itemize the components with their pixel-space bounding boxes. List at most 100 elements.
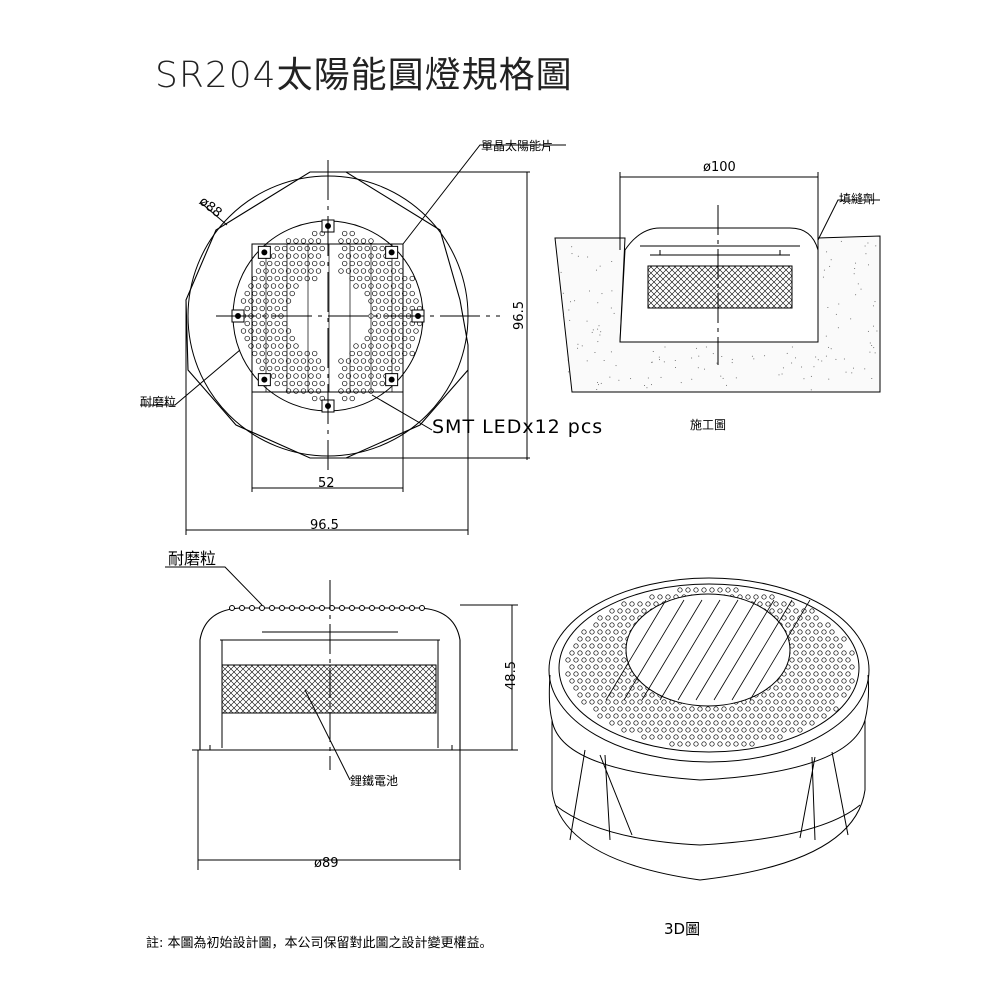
texture-dot xyxy=(718,588,722,592)
soil-speck xyxy=(723,378,724,379)
texture-dot xyxy=(786,679,790,683)
texture-dot xyxy=(830,672,834,676)
texture-dot xyxy=(650,693,654,697)
texture-dot xyxy=(606,686,610,690)
wear-grain xyxy=(380,606,385,611)
texture-dot xyxy=(294,239,299,244)
texture-dot xyxy=(734,742,738,746)
soil-speck xyxy=(691,379,692,380)
texture-dot xyxy=(782,714,786,718)
wear-grain xyxy=(240,606,245,611)
texture-dot xyxy=(826,707,830,711)
texture-dot xyxy=(618,651,622,655)
texture-dot xyxy=(762,707,766,711)
texture-dot xyxy=(718,714,722,718)
texture-dot xyxy=(622,616,626,620)
soil-speck xyxy=(753,358,754,359)
texture-dot xyxy=(339,374,344,379)
texture-dot xyxy=(282,336,287,341)
texture-dot xyxy=(654,714,658,718)
soil-speck xyxy=(873,305,874,306)
soil-speck xyxy=(721,356,722,357)
texture-dot xyxy=(786,721,790,725)
texture-dot xyxy=(582,700,586,704)
soil-speck xyxy=(568,360,569,361)
texture-dot xyxy=(734,588,738,592)
texture-dot xyxy=(746,595,750,599)
texture-dot xyxy=(710,742,714,746)
texture-dot xyxy=(357,276,362,281)
texture-dot xyxy=(376,344,381,349)
texture-dot xyxy=(275,276,280,281)
texture-dot xyxy=(249,344,254,349)
texture-dot xyxy=(282,306,287,311)
led-dot xyxy=(262,250,267,255)
texture-dot xyxy=(578,651,582,655)
texture-dot xyxy=(282,291,287,296)
texture-dot xyxy=(638,686,642,690)
texture-dot xyxy=(252,321,257,326)
texture-dot xyxy=(622,686,626,690)
texture-dot xyxy=(606,700,610,704)
texture-dot xyxy=(802,707,806,711)
texture-dot xyxy=(320,381,325,386)
texture-dot xyxy=(271,254,276,259)
texture-dot xyxy=(275,381,280,386)
texture-dot xyxy=(354,389,359,394)
texture-dot xyxy=(722,721,726,725)
texture-dot xyxy=(290,351,295,356)
texture-dot xyxy=(630,616,634,620)
wear-grain xyxy=(420,606,425,611)
texture-dot xyxy=(822,672,826,676)
soil-speck xyxy=(589,290,590,291)
texture-dot xyxy=(387,261,392,266)
soil-speck xyxy=(824,270,825,271)
texture-dot xyxy=(376,329,381,334)
texture-dot xyxy=(810,623,814,627)
front-diameter-dim: ø89 xyxy=(314,856,339,871)
texture-dot xyxy=(670,714,674,718)
texture-dot xyxy=(726,728,730,732)
texture-dot xyxy=(842,651,846,655)
texture-dot xyxy=(774,602,778,606)
texture-dot xyxy=(301,359,306,364)
drawing-title: SR204太陽能圓燈規格圖 xyxy=(155,46,573,98)
texture-dot xyxy=(316,359,321,364)
texture-dot xyxy=(658,735,662,739)
texture-dot xyxy=(682,707,686,711)
texture-dot xyxy=(602,623,606,627)
soil-speck xyxy=(826,336,827,337)
texture-dot xyxy=(750,728,754,732)
texture-dot xyxy=(342,396,347,401)
soil-speck xyxy=(823,277,824,278)
soil-speck xyxy=(868,264,869,265)
texture-dot xyxy=(354,284,359,289)
texture-dot xyxy=(354,374,359,379)
texture-dot xyxy=(642,735,646,739)
iso-caption: 3D圖 xyxy=(664,918,700,939)
texture-dot xyxy=(730,721,734,725)
texture-dot xyxy=(746,735,750,739)
texture-dot xyxy=(650,735,654,739)
texture-dot xyxy=(842,693,846,697)
texture-dot xyxy=(830,658,834,662)
texture-dot xyxy=(395,336,400,341)
texture-dot xyxy=(794,707,798,711)
texture-dot xyxy=(320,366,325,371)
texture-dot xyxy=(810,679,814,683)
soil-speck xyxy=(876,331,877,332)
texture-dot xyxy=(626,623,630,627)
texture-dot xyxy=(634,693,638,697)
iso-view xyxy=(549,578,869,880)
texture-dot xyxy=(372,291,377,296)
texture-dot xyxy=(654,700,658,704)
soil-speck xyxy=(827,307,828,308)
texture-dot xyxy=(279,269,284,274)
soil-speck xyxy=(698,367,699,368)
soil-speck xyxy=(720,376,721,377)
texture-dot xyxy=(750,714,754,718)
soil-speck xyxy=(792,346,793,347)
texture-dot xyxy=(802,623,806,627)
soil-speck xyxy=(875,245,876,246)
soil-speck xyxy=(569,320,570,321)
